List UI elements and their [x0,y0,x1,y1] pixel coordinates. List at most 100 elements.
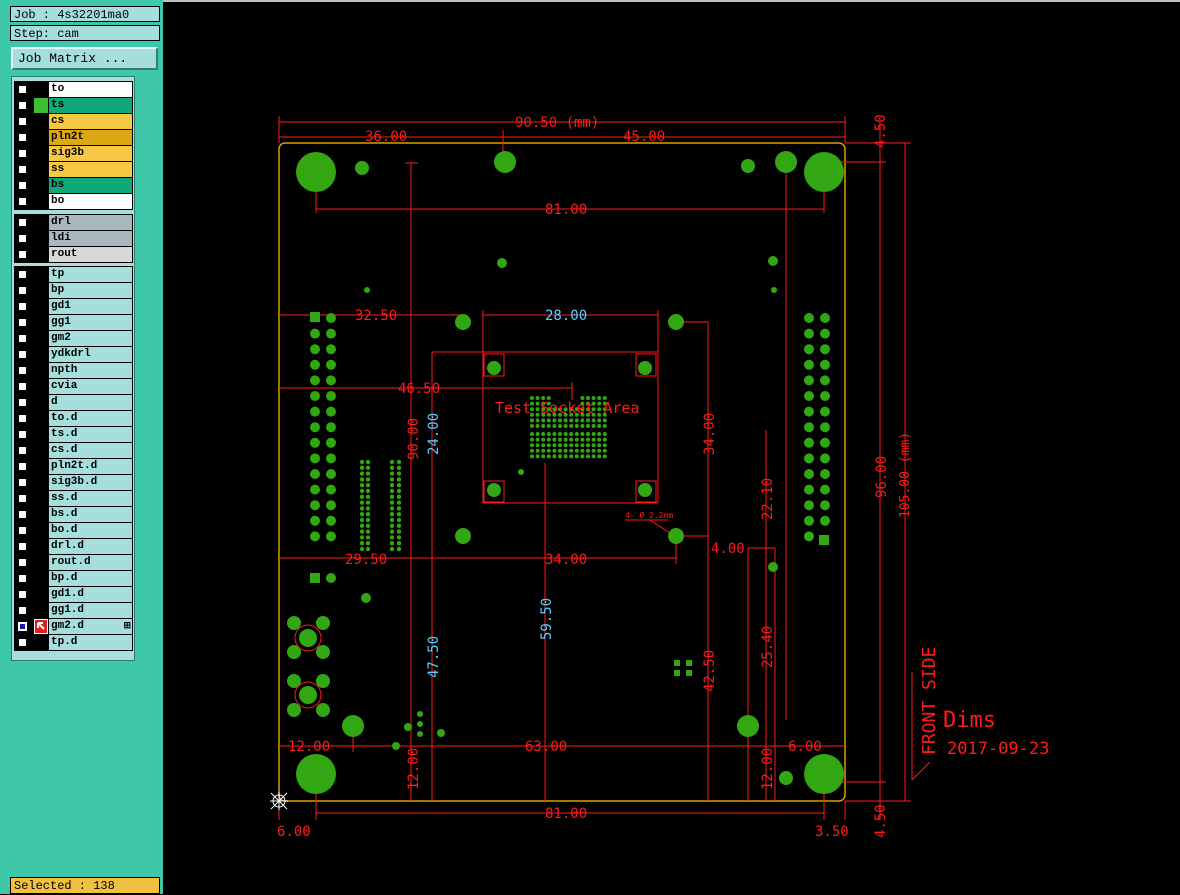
layer-row-rout-d[interactable]: rout.d [14,555,133,571]
layer-affected-toggle[interactable] [34,459,48,474]
layer-row-gg1[interactable]: gg1 [14,315,133,331]
layer-affected-toggle[interactable] [34,635,48,650]
layer-row-gg1-d[interactable]: gg1.d [14,603,133,619]
layer-row-cs[interactable]: cs [14,114,133,130]
layer-affected-toggle[interactable] [34,491,48,506]
layer-checkbox[interactable] [18,366,27,375]
layer-row-gd1-d[interactable]: gd1.d [14,587,133,603]
layer-row-to[interactable]: to [14,82,133,98]
layer-affected-toggle[interactable] [34,475,48,490]
layer-row-drl[interactable]: drl [14,215,133,231]
layer-checkbox[interactable] [18,302,27,311]
layer-affected-toggle[interactable] [34,178,48,193]
layer-checkbox[interactable] [18,234,27,243]
layer-affected-toggle[interactable] [34,363,48,378]
layer-affected-toggle[interactable] [34,379,48,394]
layer-row-ts[interactable]: ts [14,98,133,114]
layer-checkbox[interactable] [18,638,27,647]
layer-checkbox[interactable] [18,414,27,423]
layer-affected-toggle[interactable] [34,395,48,410]
layer-checkbox[interactable] [18,494,27,503]
layer-checkbox[interactable] [18,149,27,158]
layer-row-ldi[interactable]: ldi [14,231,133,247]
layer-row-gm2[interactable]: gm2 [14,331,133,347]
layer-checkbox[interactable] [18,510,27,519]
layer-affected-toggle[interactable] [34,411,48,426]
layer-checkbox[interactable] [18,446,27,455]
layer-row-bs[interactable]: bs [14,178,133,194]
layer-row-drl-d[interactable]: drl.d [14,539,133,555]
layer-row-ts-d[interactable]: ts.d [14,427,133,443]
layer-affected-toggle[interactable] [34,619,48,634]
layer-row-bo-d[interactable]: bo.d [14,523,133,539]
layer-row-sig3b-d[interactable]: sig3b.d [14,475,133,491]
layer-checkbox[interactable] [18,526,27,535]
layer-checkbox[interactable] [18,574,27,583]
layer-row-bs-d[interactable]: bs.d [14,507,133,523]
layer-affected-toggle[interactable] [34,299,48,314]
layer-affected-toggle[interactable] [34,571,48,586]
layer-affected-toggle[interactable] [34,539,48,554]
layer-checkbox[interactable] [18,101,27,110]
layer-affected-toggle[interactable] [34,162,48,177]
layer-checkbox[interactable] [18,181,27,190]
layer-row-d[interactable]: d [14,395,133,411]
layer-checkbox[interactable] [18,478,27,487]
layer-checkbox[interactable] [18,622,27,631]
layer-row-pln2t-d[interactable]: pln2t.d [14,459,133,475]
layer-checkbox[interactable] [18,606,27,615]
layer-checkbox[interactable] [18,133,27,142]
layer-affected-toggle[interactable] [34,247,48,262]
layer-checkbox[interactable] [18,542,27,551]
layer-checkbox[interactable] [18,250,27,259]
layer-affected-toggle[interactable] [34,215,48,230]
layer-checkbox[interactable] [18,334,27,343]
layer-affected-toggle[interactable] [34,427,48,442]
layer-row-gm2-d[interactable]: gm2.d⊞ [14,619,133,635]
layer-checkbox[interactable] [18,165,27,174]
layer-affected-toggle[interactable] [34,331,48,346]
layer-checkbox[interactable] [18,270,27,279]
layer-row-rout[interactable]: rout [14,247,133,263]
layer-affected-toggle[interactable] [34,194,48,209]
layer-checkbox[interactable] [18,318,27,327]
job-matrix-button[interactable]: Job Matrix ... [11,47,158,70]
layer-row-pln2t[interactable]: pln2t [14,130,133,146]
layer-row-gd1[interactable]: gd1 [14,299,133,315]
layer-affected-toggle[interactable] [34,82,48,97]
layer-checkbox[interactable] [18,398,27,407]
layer-affected-toggle[interactable] [34,603,48,618]
layer-affected-toggle[interactable] [34,114,48,129]
layer-row-cvia[interactable]: cvia [14,379,133,395]
layer-affected-toggle[interactable] [34,146,48,161]
layer-row-cs-d[interactable]: cs.d [14,443,133,459]
layer-row-bp-d[interactable]: bp.d [14,571,133,587]
layer-checkbox[interactable] [18,558,27,567]
layer-affected-toggle[interactable] [34,98,48,113]
layer-affected-toggle[interactable] [34,267,48,282]
layer-checkbox[interactable] [18,286,27,295]
layer-row-tp[interactable]: tp [14,267,133,283]
layer-row-bp[interactable]: bp [14,283,133,299]
layer-affected-toggle[interactable] [34,507,48,522]
layer-affected-toggle[interactable] [34,555,48,570]
layer-row-ss-d[interactable]: ss.d [14,491,133,507]
layer-row-bo[interactable]: bo [14,194,133,210]
layer-row-ss[interactable]: ss [14,162,133,178]
layer-affected-toggle[interactable] [34,231,48,246]
layer-affected-toggle[interactable] [34,283,48,298]
layer-affected-toggle[interactable] [34,523,48,538]
layer-checkbox[interactable] [18,350,27,359]
pcb-canvas[interactable]: 90.50 (mm) 36.00 45.00 81.00 32.50 28.00… [163,0,1180,894]
layer-checkbox[interactable] [18,382,27,391]
layer-affected-toggle[interactable] [34,315,48,330]
layer-affected-toggle[interactable] [34,130,48,145]
layer-row-tp-d[interactable]: tp.d [14,635,133,651]
layer-affected-toggle[interactable] [34,587,48,602]
layer-checkbox[interactable] [18,197,27,206]
layer-row-ydkdrl[interactable]: ydkdrl [14,347,133,363]
layer-checkbox[interactable] [18,590,27,599]
layer-row-to-d[interactable]: to.d [14,411,133,427]
layer-affected-toggle[interactable] [34,443,48,458]
layer-row-sig3b[interactable]: sig3b [14,146,133,162]
